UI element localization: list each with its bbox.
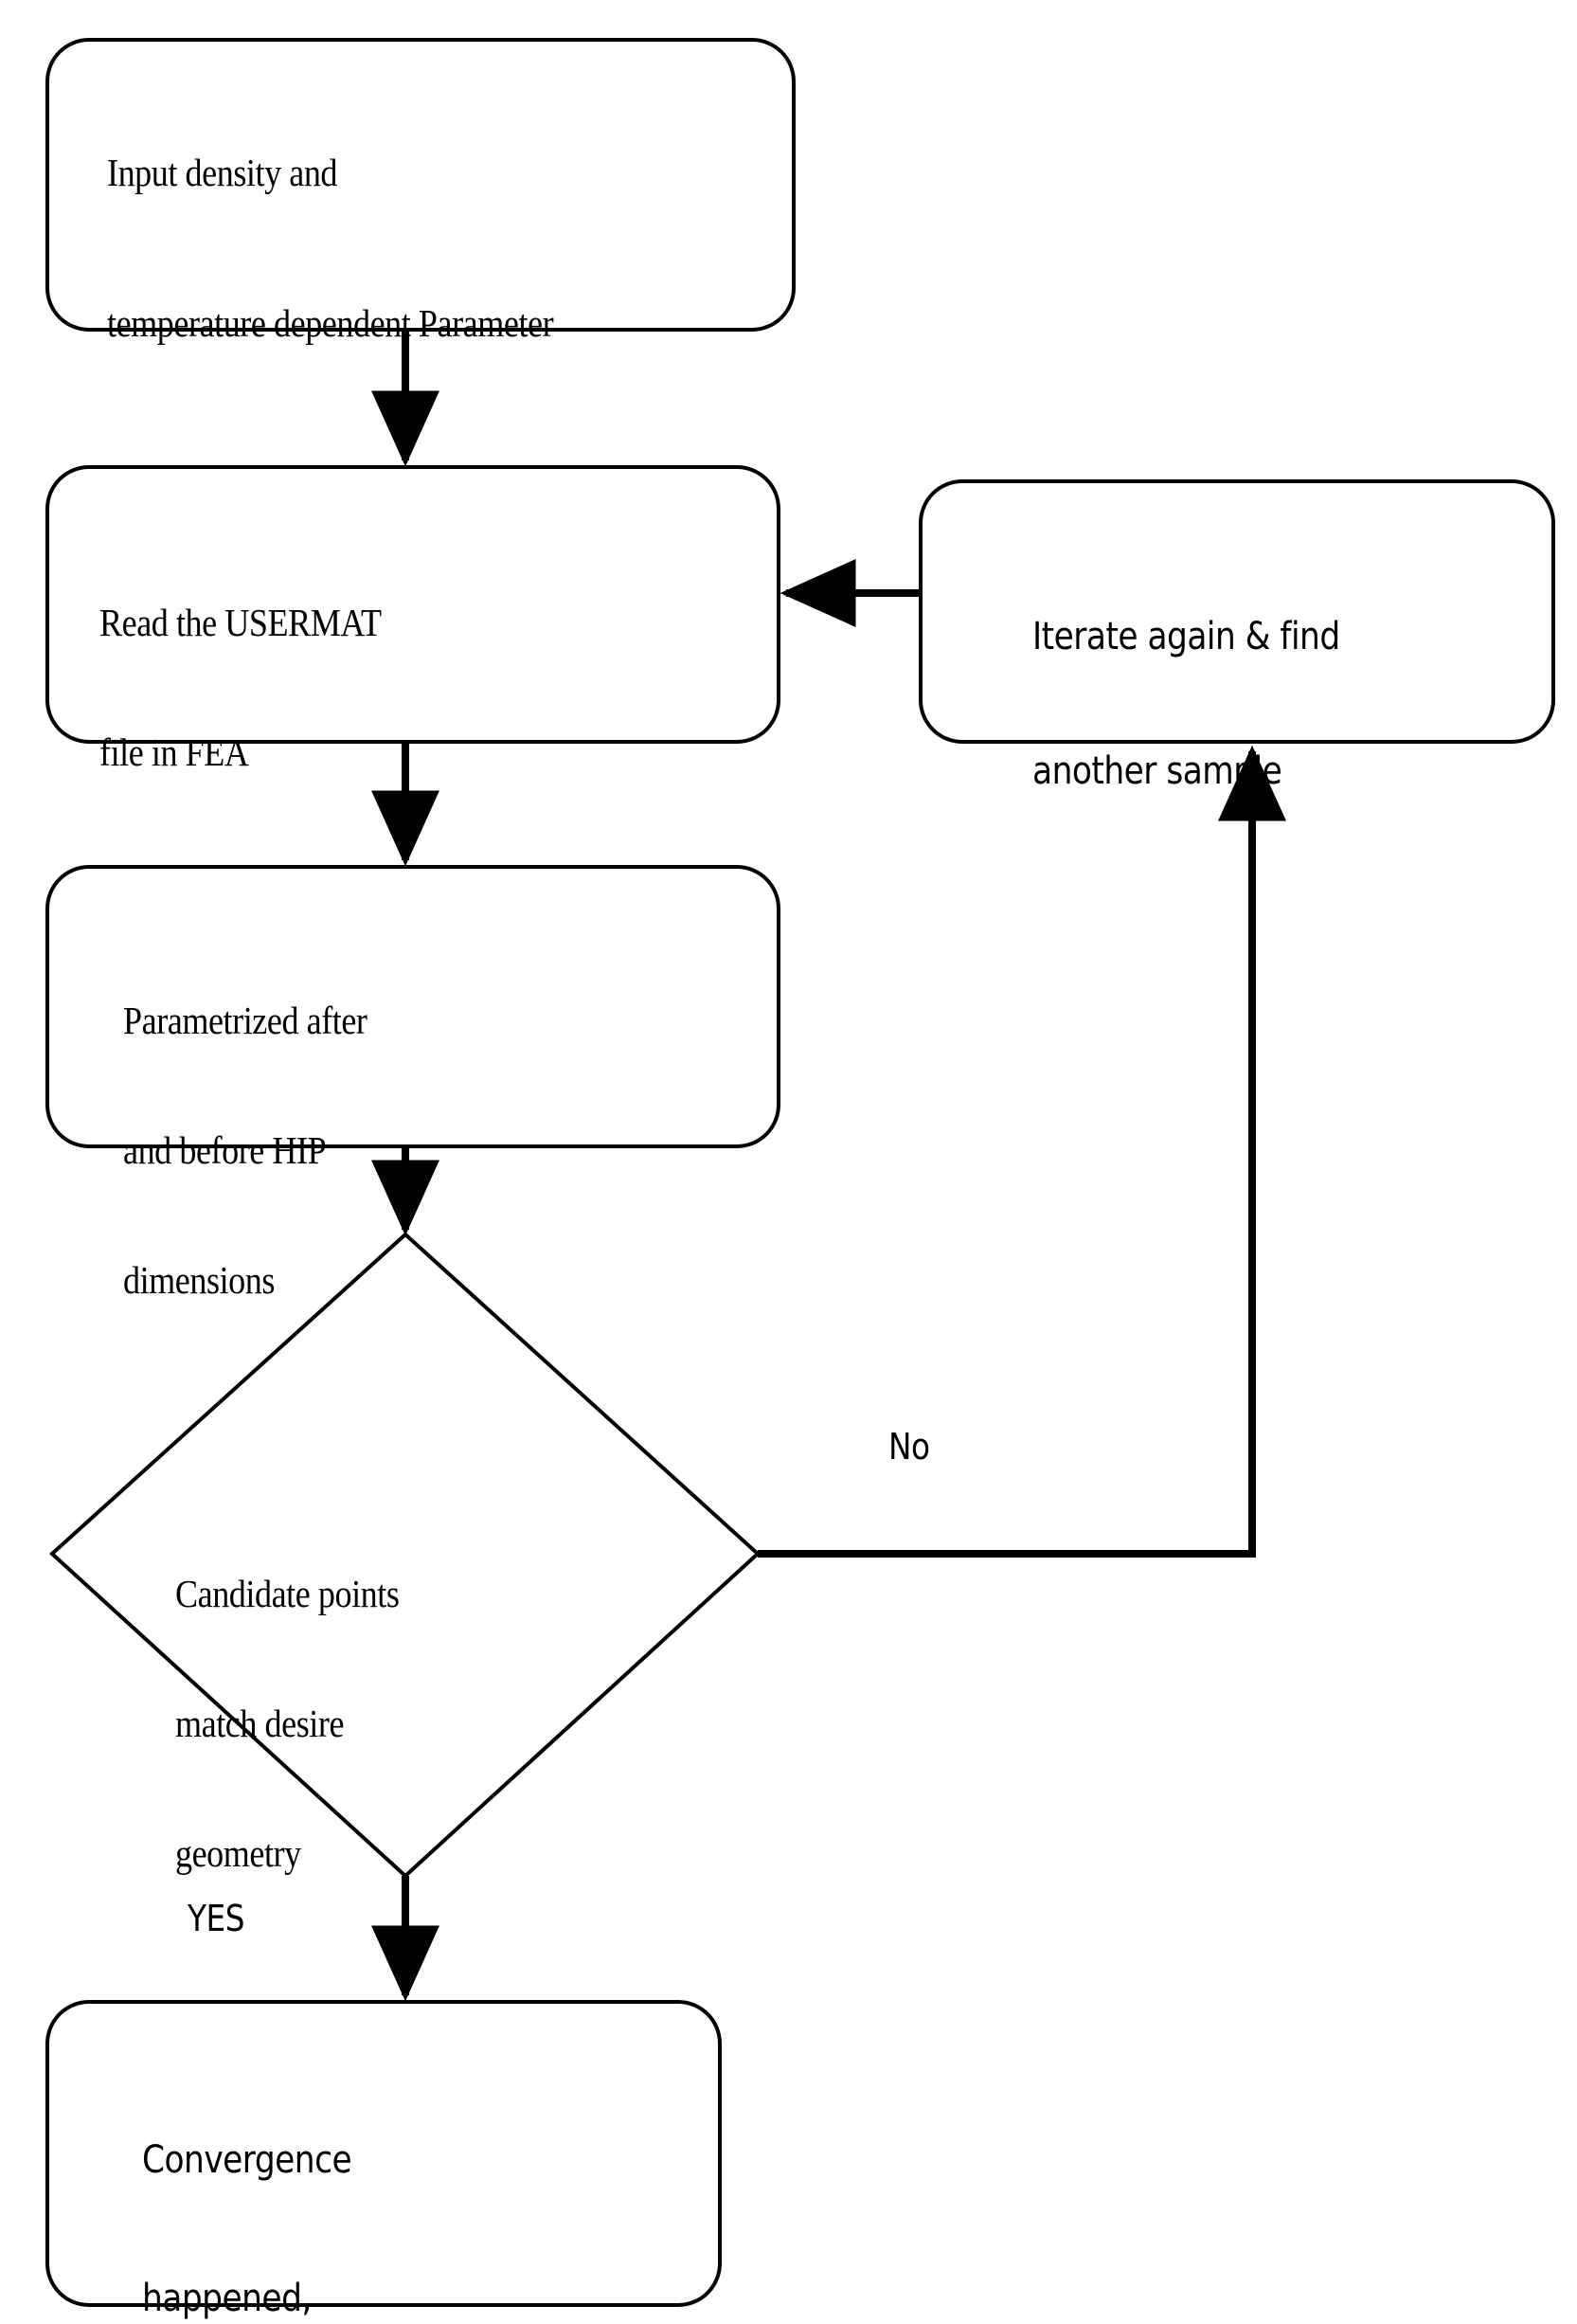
- node-shape-decision: [49, 1232, 761, 1879]
- node-shape-read-usermat: [45, 465, 780, 744]
- node-shape-convergence: [45, 2000, 722, 2307]
- edge-decision-no-to-iterate: [758, 745, 1286, 1558]
- node-shape-input-parameters: [45, 38, 796, 332]
- node-shape-iterate-again: [919, 479, 1555, 744]
- node-shape-parametrized: [45, 865, 780, 1148]
- edge-label-no: No: [888, 1426, 930, 1468]
- edge-label-yes: YES: [188, 1898, 245, 1939]
